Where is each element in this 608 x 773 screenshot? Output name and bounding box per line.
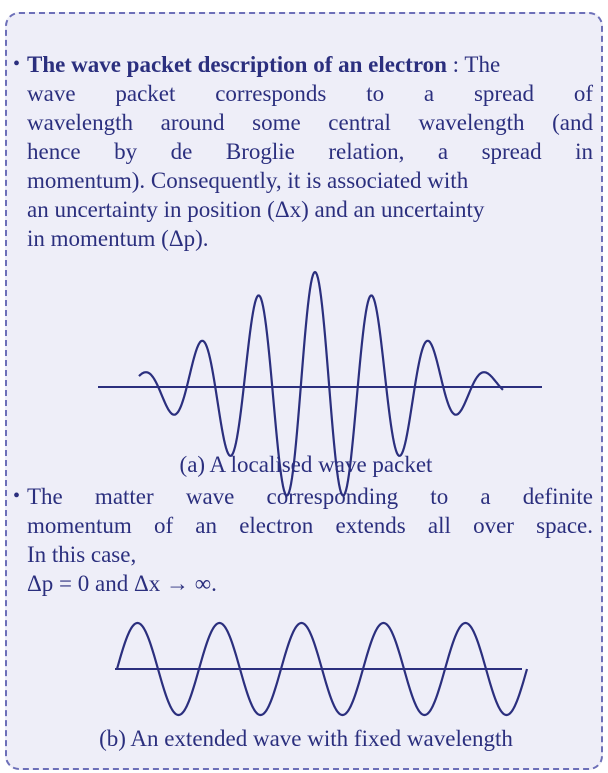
- info-panel: • The wave packet description of an elec…: [5, 12, 603, 770]
- paragraph-line: momentum of an electron extends all over…: [27, 513, 593, 538]
- wave-packet-figure: [98, 270, 542, 497]
- paragraph-line: an uncertainty in position (Δx) and an u…: [27, 197, 485, 222]
- paragraph-line: hence by de Broglie relation, a spread i…: [27, 139, 593, 164]
- extended-wave-curve: [115, 621, 529, 717]
- paragraph-line: Δp = 0 and Δx → ∞.: [27, 571, 217, 596]
- wave-packet-heading: The wave packet description of an electr…: [27, 52, 447, 77]
- bullet-icon: •: [13, 485, 21, 507]
- figure-b-caption: (b) An extended wave with fixed waveleng…: [99, 726, 513, 751]
- figure-a-caption: (a) A localised wave packet: [179, 452, 433, 477]
- paragraph-line: In this case,: [27, 542, 137, 567]
- paragraph-line: The wave packet description of an electr…: [27, 52, 501, 77]
- paragraph-line: wave packet corresponds to a spread of: [27, 81, 593, 106]
- bullet-icon: •: [13, 53, 21, 75]
- paragraph-line: in momentum (Δp).: [27, 226, 209, 251]
- definite-momentum-paragraph: • The matter wave corresponding to a def…: [13, 482, 593, 598]
- extended-wave-figure: [115, 621, 529, 717]
- paragraph-line: momentum). Consequently, it is associate…: [27, 168, 469, 193]
- wave-packet-curve: [138, 270, 504, 497]
- paragraph-line: wavelength around some central wavelengt…: [27, 110, 593, 135]
- paragraph-line: The matter wave corresponding to a defin…: [27, 484, 593, 509]
- wave-packet-paragraph: • The wave packet description of an elec…: [13, 50, 593, 253]
